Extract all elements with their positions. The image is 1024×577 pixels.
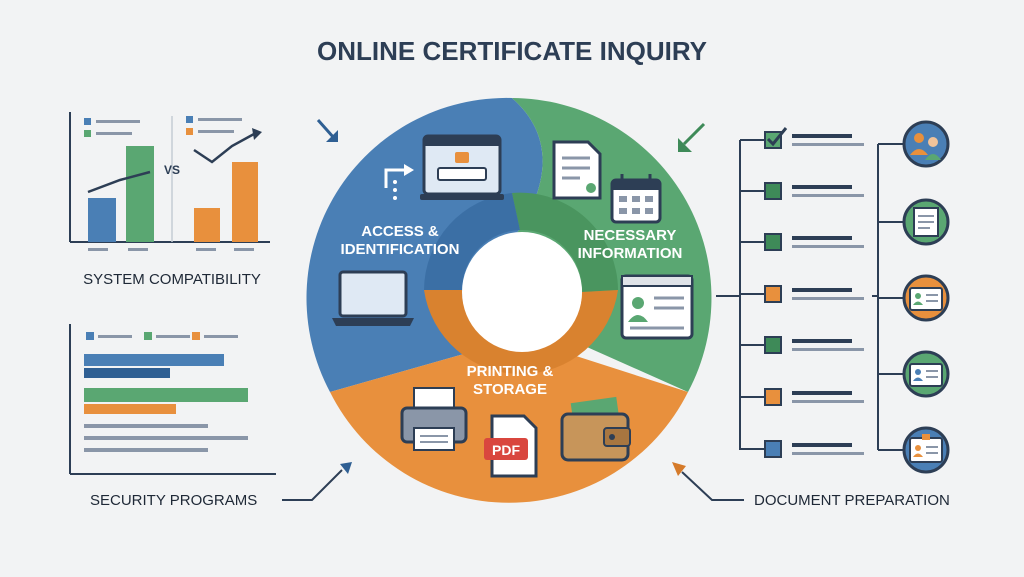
security-programs-label: SECURITY PROGRAMS — [90, 492, 257, 509]
inner-ring-green — [512, 192, 618, 292]
wallet-icon — [560, 396, 631, 462]
document-icon — [552, 140, 602, 200]
segment-label-access-2: IDENTIFICATION — [341, 241, 460, 258]
vs-label: VS — [164, 163, 180, 177]
arrow-top-left-icon — [316, 119, 336, 139]
system-compatibility-label: SYSTEM COMPATIBILITY — [83, 271, 261, 288]
calendar-icon — [610, 174, 662, 224]
wheel-hub — [462, 232, 582, 352]
process-wheel: ACCESS & IDENTIFICATION NECESSARY INFORM… — [306, 97, 712, 503]
segment-label-access-1: ACCESS & — [361, 223, 439, 240]
segment-label-printing-2: STORAGE — [473, 381, 547, 398]
segment-label-information-2: INFORMATION — [578, 245, 683, 262]
pdf-badge-text: PDF — [492, 442, 520, 458]
arrow-top-right-icon — [682, 122, 706, 146]
login-screen-icon — [420, 134, 504, 200]
document-preparation-label: DOCUMENT PREPARATION — [754, 492, 950, 509]
profile-window-icon — [620, 274, 694, 340]
inner-ring-blue — [424, 193, 520, 290]
family-icon — [902, 120, 950, 168]
inner-ring-orange — [424, 290, 618, 375]
cursor-arrow-icon — [384, 164, 414, 200]
security-programs-panel: SECURITY PROGRAMS — [69, 324, 276, 509]
bar-chart-icon — [69, 112, 270, 251]
id-card-icon — [902, 350, 950, 398]
checklist-icon — [740, 127, 864, 458]
system-compatibility-panel: VS SYSTEM COMPATIBILITY — [69, 112, 270, 288]
document-icon — [902, 198, 950, 246]
printer-icon — [400, 387, 468, 451]
page-title: ONLINE CERTIFICATE INQUIRY — [317, 36, 707, 66]
pointer-arrows — [282, 119, 744, 501]
id-badge-icon — [902, 426, 950, 474]
horizontal-bar-chart-icon — [69, 324, 276, 475]
document-preparation-panel: DOCUMENT PREPARATION — [716, 120, 950, 509]
arrow-bottom-right-icon — [681, 471, 744, 501]
segment-label-information-1: NECESSARY — [584, 227, 677, 244]
pdf-file-icon: PDF — [484, 414, 538, 478]
id-card-icon — [902, 274, 950, 322]
trend-arrow-icon — [87, 128, 262, 194]
segment-label-printing-1: PRINTING & — [467, 363, 554, 380]
laptop-icon — [332, 270, 414, 326]
arrow-bottom-left-icon — [282, 469, 343, 501]
